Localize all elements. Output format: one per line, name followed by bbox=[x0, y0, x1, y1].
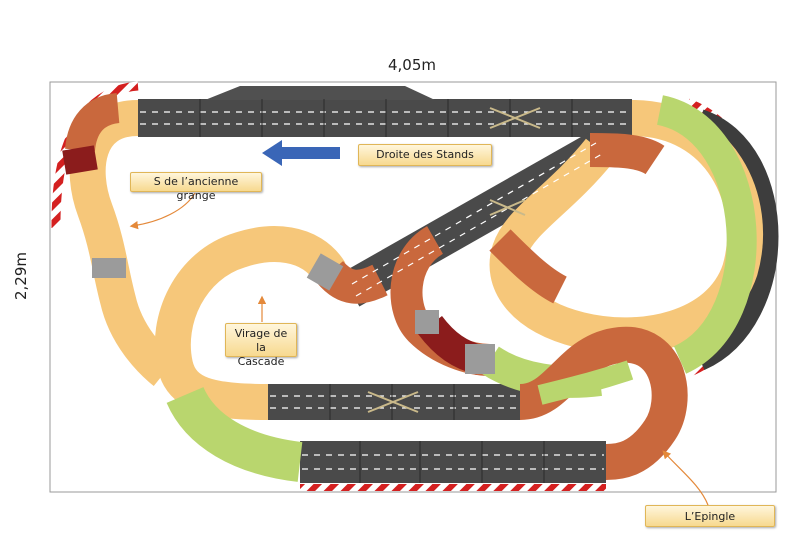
virage-de-la-cascade bbox=[154, 226, 388, 482]
callout-l-epingle: L’Epingle bbox=[645, 505, 775, 527]
kerb-bottom bbox=[300, 484, 606, 491]
l-epingle bbox=[518, 326, 688, 480]
segment-lines bbox=[199, 99, 573, 483]
callout-s-ancienne-grange: S de l’ancienne grange bbox=[130, 172, 262, 202]
crossing-marks bbox=[367, 107, 541, 413]
callout-virage-de-la-cascade: Virage de la Cascade bbox=[225, 323, 297, 368]
callout-pointers bbox=[129, 192, 709, 506]
callout-droite-des-stands: Droite des Stands bbox=[358, 144, 492, 166]
direction-arrow bbox=[262, 140, 340, 166]
width-dimension-label: 4,05m bbox=[388, 56, 437, 74]
s-ancienne-grange bbox=[62, 93, 177, 387]
right-loop bbox=[489, 95, 763, 374]
height-dimension-label: 2,29m bbox=[12, 251, 30, 300]
table-outline bbox=[49, 81, 777, 493]
